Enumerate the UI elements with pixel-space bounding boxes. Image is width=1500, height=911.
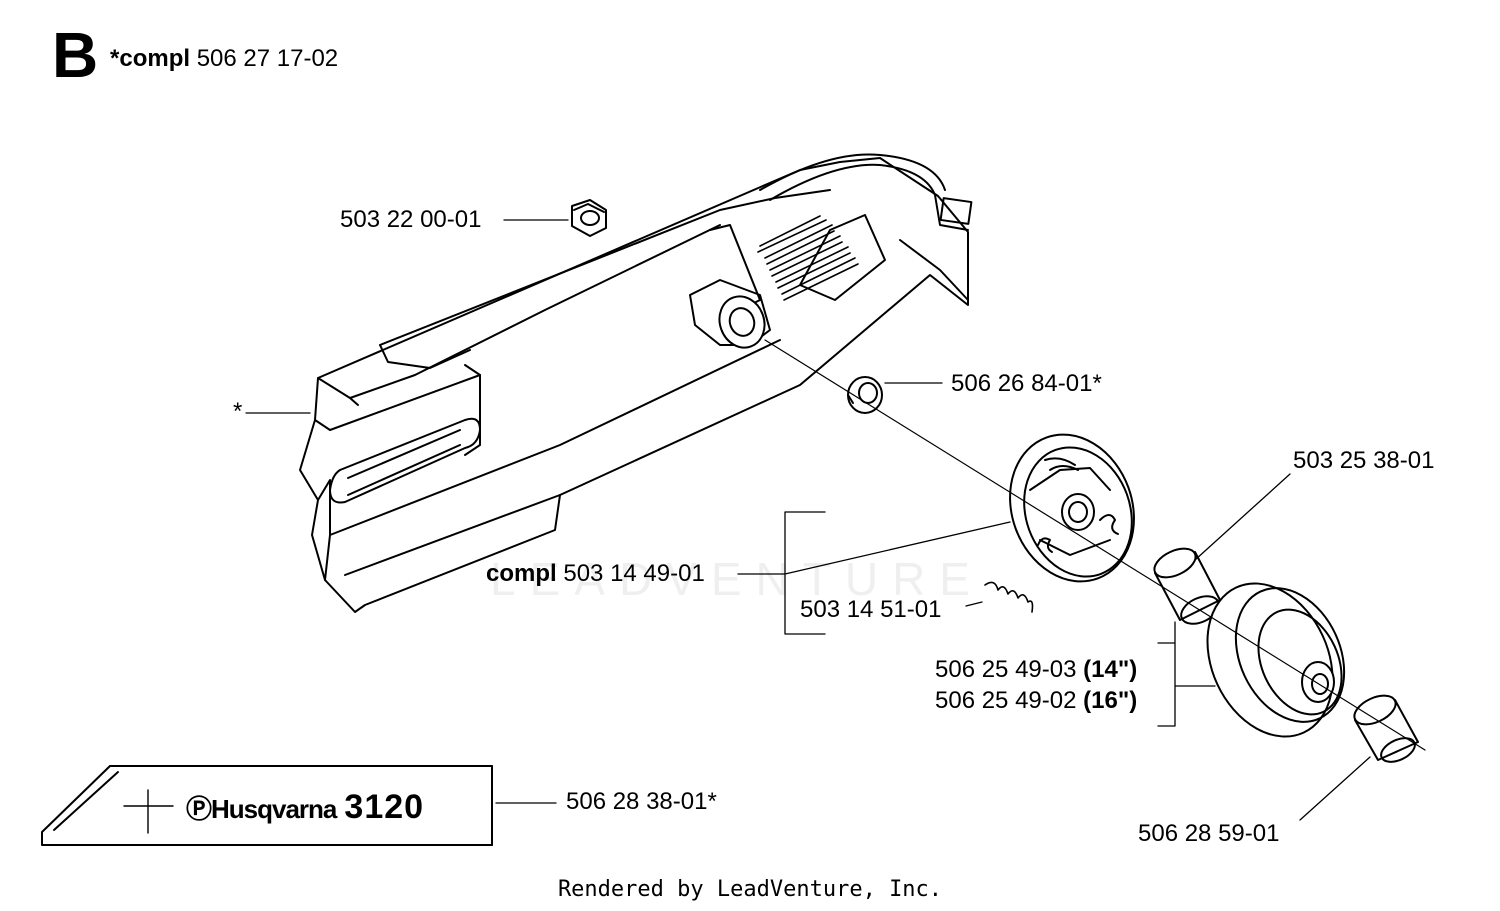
clutch-compl-prefix: compl — [486, 560, 557, 587]
spring-drawing — [984, 581, 1034, 613]
drum-14-part-number: 506 25 49-03 — [935, 656, 1077, 683]
compl-label: *compl — [110, 45, 191, 72]
drum-14-size: (14") — [1083, 656, 1138, 683]
nut-drawing — [571, 199, 607, 237]
assembly-part-number: 506 27 17-02 — [196, 45, 339, 72]
part-label-washer[interactable]: 506 28 59-01 — [1138, 820, 1280, 847]
decal-drawing — [41, 765, 493, 846]
drum-16-part-number: 506 25 49-02 — [935, 687, 1077, 714]
part-label-decal[interactable]: 506 28 38-01* — [566, 788, 717, 815]
decal-brand-name: Husqvarna — [211, 794, 337, 824]
cover-boss-drawing — [718, 295, 766, 349]
husqvarna-logo-icon: Ⓟ — [186, 794, 212, 824]
clutch-drum-drawing — [1206, 582, 1346, 738]
clutch-part-number: 503 14 49-01 — [563, 560, 705, 587]
part-label-needle-bearing[interactable]: 503 25 38-01 — [1293, 447, 1435, 474]
part-label-drum-16[interactable]: 506 25 49-02 (16") — [935, 687, 1137, 715]
assembly-title: *compl 506 27 17-02 — [110, 44, 338, 74]
part-label-spacer[interactable]: 506 26 84-01* — [951, 370, 1102, 397]
part-label-spring[interactable]: 503 14 51-01 — [800, 596, 942, 623]
leader-lines — [245, 219, 1371, 821]
part-label-nut[interactable]: 503 22 00-01 — [340, 206, 482, 233]
chain-cover-drawing — [299, 153, 973, 613]
spacer-drawing — [847, 376, 883, 414]
washer-drawing — [1353, 694, 1419, 763]
part-label-cover[interactable]: * — [233, 398, 243, 425]
footer-credit: Rendered by LeadVenture, Inc. — [557, 877, 943, 902]
section-letter: B — [52, 19, 99, 91]
part-label-drum-14[interactable]: 506 25 49-03 (14") — [935, 656, 1137, 684]
drum-16-size: (16") — [1083, 687, 1138, 714]
clutch-drawing — [1009, 433, 1135, 583]
assembly-axis-line — [764, 339, 1426, 751]
decal-model: 3120 — [344, 788, 425, 826]
part-label-clutch[interactable]: compl 503 14 49-01 — [486, 560, 705, 588]
vent-slots-drawing — [757, 215, 859, 301]
watermark-text: LEADVENTURE — [490, 553, 984, 605]
